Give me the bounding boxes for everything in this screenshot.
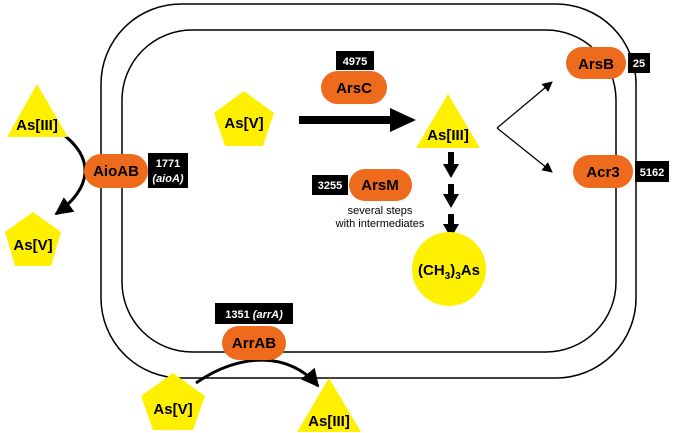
- triangle-icon: [7, 84, 68, 137]
- as5-inside-molecule: As[V]: [214, 91, 274, 146]
- as5-bottom-molecule: As[V]: [141, 373, 205, 430]
- arsm-note-line2: with intermediates: [335, 218, 425, 230]
- arsm-count-box: [312, 175, 348, 195]
- arsc-name: ArsC: [336, 80, 372, 97]
- acr3-count-box: [635, 161, 669, 182]
- arsm-name: ArsM: [361, 177, 399, 194]
- aioab-oxidation-arrow: [54, 130, 87, 216]
- arsc-count: 4975: [343, 56, 367, 68]
- as3-outside-molecule: As[III]: [7, 84, 68, 137]
- aioab-name: AioAB: [93, 163, 139, 180]
- as5-outside-label: As[V]: [13, 237, 52, 254]
- as3-bottom-label: As[III]: [308, 413, 350, 430]
- aioab-count: 1771: [156, 158, 180, 170]
- circle-icon: [412, 232, 486, 306]
- acr3-count: 5162: [640, 167, 664, 179]
- acr3-pill: [573, 155, 633, 188]
- pentagon-icon: [214, 91, 274, 146]
- as3-inside-label: As[III]: [427, 127, 469, 144]
- arrab-count-label: 1351 (arrA): [225, 309, 283, 321]
- arrab-enzyme: 1351 (arrA) ArrAB: [215, 303, 293, 360]
- aioab-pill: [84, 154, 148, 188]
- as3-outside-label: As[III]: [16, 117, 58, 134]
- outer-membrane: [100, 3, 637, 379]
- arsb-enzyme: ArsB 25: [566, 47, 650, 79]
- arsc-enzyme: 4975 ArsC: [321, 51, 387, 104]
- arrab-name: ArrAB: [232, 335, 276, 352]
- arsb-pill: [566, 47, 626, 79]
- triangle-icon: [297, 378, 361, 432]
- arsb-count: 25: [633, 58, 645, 70]
- arsm-note-line1: several steps: [348, 205, 413, 217]
- to-arsb-arrow: [496, 81, 553, 129]
- arsc-reduction-arrowhead: [390, 108, 416, 132]
- aioab-count-box: [148, 153, 188, 188]
- arsm-pill: [349, 169, 412, 201]
- methylation-arrows: [443, 152, 459, 238]
- as5-inside-label: As[V]: [224, 115, 263, 132]
- pentagon-icon: [141, 373, 205, 430]
- aioab-gene: (aioA): [152, 173, 184, 185]
- inner-membrane: [121, 29, 617, 353]
- as3-inside-molecule: As[III]: [416, 94, 480, 148]
- arsb-count-box: [628, 53, 650, 73]
- as3-bottom-molecule: As[III]: [297, 378, 361, 432]
- arrab-reduction-arrow: [195, 358, 320, 388]
- arsm-count: 3255: [318, 180, 342, 192]
- trimethylarsine-molecule: (CH3)3As: [412, 232, 486, 306]
- as5-bottom-label: As[V]: [153, 401, 192, 418]
- arsb-name: ArsB: [578, 56, 614, 73]
- acr3-enzyme: Acr3 5162: [573, 155, 669, 188]
- aioab-enzyme: AioAB 1771 (aioA): [84, 153, 188, 188]
- arsc-pill: [321, 71, 387, 104]
- as5-outside-molecule: As[V]: [5, 212, 61, 266]
- trimethylarsine-label: (CH3)3As: [418, 262, 480, 282]
- pentagon-icon: [5, 212, 61, 266]
- acr3-name: Acr3: [586, 164, 619, 181]
- arsm-enzyme: 3255 ArsM several steps with intermediat…: [312, 169, 425, 230]
- arrab-pill: [222, 326, 286, 360]
- triangle-icon: [416, 94, 480, 148]
- arrab-count-box: [215, 303, 293, 324]
- arsc-count-box: [336, 51, 374, 70]
- to-acr3-arrow: [496, 127, 553, 173]
